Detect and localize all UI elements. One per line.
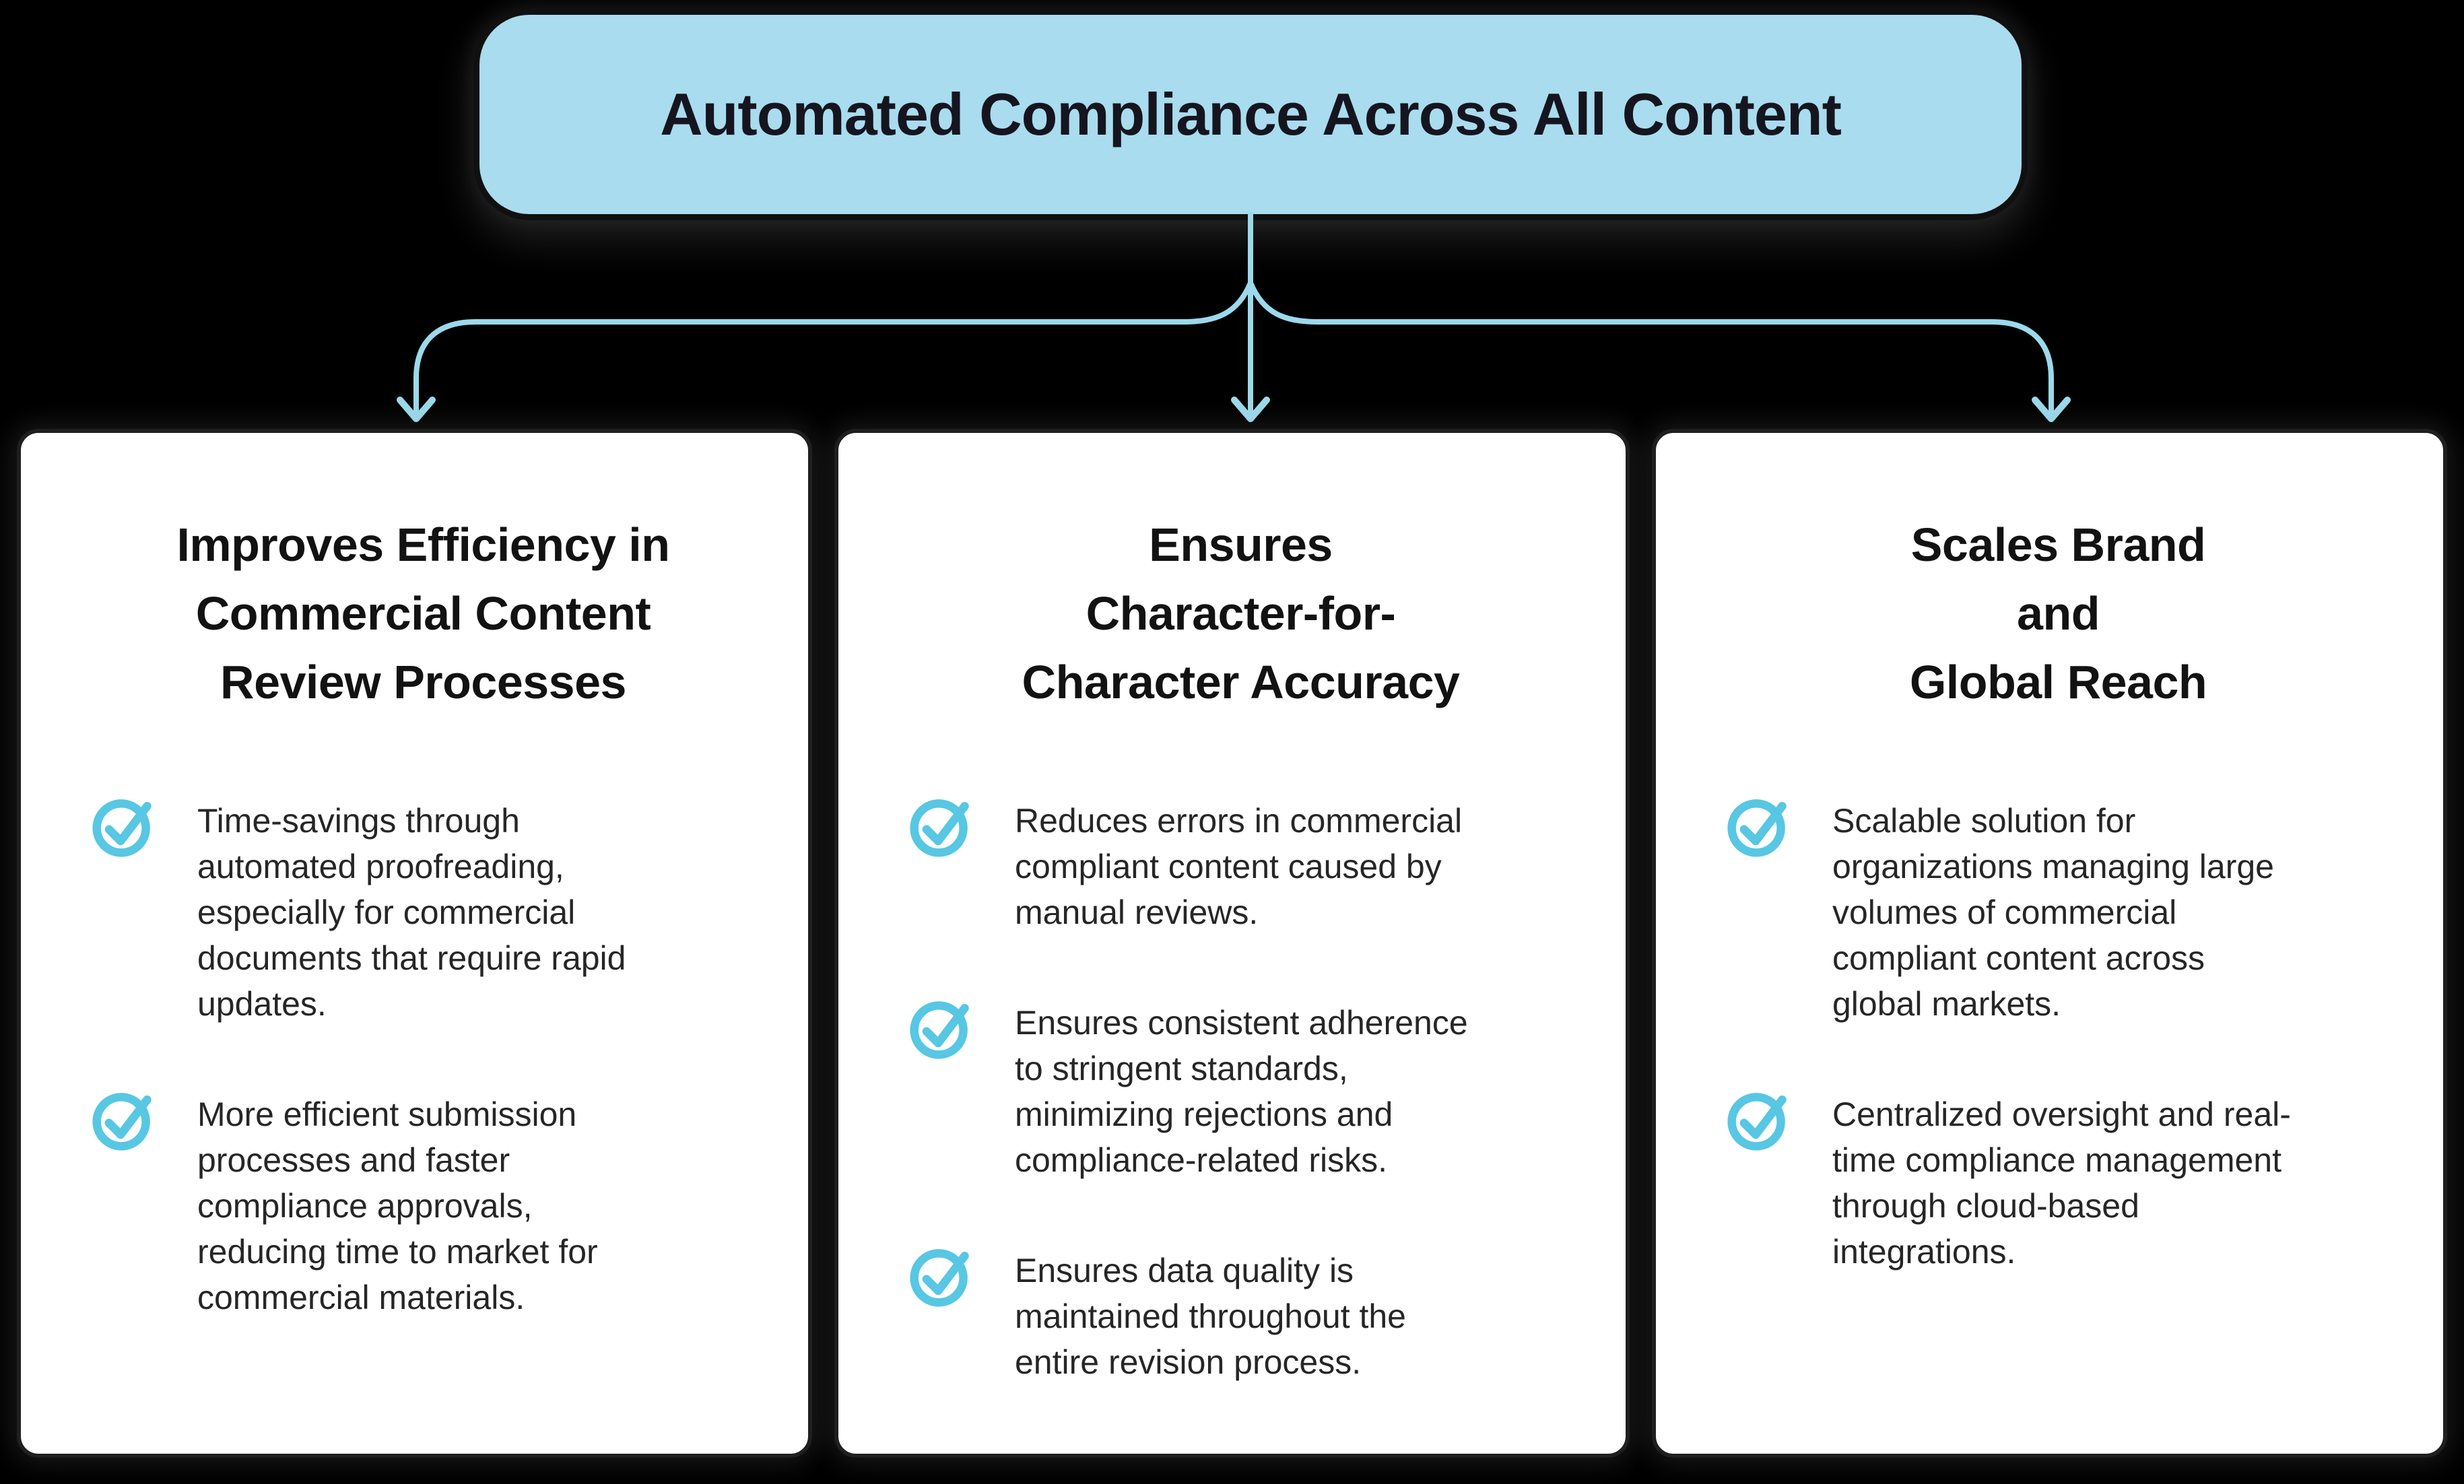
check-circle-icon: [91, 794, 156, 858]
check-circle-icon: [1726, 1087, 1791, 1152]
check-circle-icon: [908, 794, 973, 858]
benefit-card: Ensures Character-for- Character Accurac…: [834, 429, 1630, 1458]
bullet-text: Ensures consistent adherence to stringen…: [1015, 1003, 1468, 1179]
bullet-text: Reduces errors in commercial compliant c…: [1015, 801, 1463, 931]
check-circle-icon: [91, 1087, 156, 1152]
arrow-down-icon: [2032, 397, 2071, 422]
arrow-down-icon: [1231, 397, 1270, 422]
list-item: Reduces errors in commercial compliant c…: [908, 798, 1573, 935]
title-node: Automated Compliance Across All Content: [479, 15, 2022, 214]
bullet-text: Scalable solution for organizations mana…: [1832, 801, 2274, 1023]
cards-row: Improves Efficiency in Commercial Conten…: [17, 429, 2447, 1458]
card-heading: Improves Efficiency in Commercial Conten…: [176, 518, 670, 709]
bullet-text: Time-savings through automated proofread…: [197, 801, 626, 1023]
check-circle-icon: [908, 1244, 973, 1308]
bullet-list: Time-savings through automated proofread…: [91, 798, 756, 1320]
bullet-text: Ensures data quality is maintained throu…: [1015, 1251, 1406, 1381]
arrow-down-icon: [397, 397, 436, 422]
list-item: Time-savings through automated proofread…: [91, 798, 756, 1027]
list-item: Scalable solution for organizations mana…: [1726, 798, 2391, 1027]
check-circle-icon: [1726, 794, 1791, 858]
benefit-card: Scales Brand and Global Reach Scalable s…: [1652, 429, 2447, 1458]
connector-right: [1248, 280, 2054, 413]
check-circle-icon: [908, 996, 973, 1060]
card-heading: Scales Brand and Global Reach: [1909, 518, 2207, 709]
bullet-list: Scalable solution for organizations mana…: [1726, 798, 2391, 1275]
list-item: Centralized oversight and real-time comp…: [1726, 1091, 2391, 1275]
card-heading: Ensures Character-for- Character Accurac…: [1022, 518, 1460, 709]
list-item: Ensures data quality is maintained throu…: [908, 1248, 1573, 1385]
bullet-text: More efficient submission processes and …: [197, 1095, 598, 1316]
benefit-card: Improves Efficiency in Commercial Conten…: [17, 429, 812, 1458]
bullet-list: Reduces errors in commercial compliant c…: [908, 798, 1573, 1385]
list-item: More efficient submission processes and …: [91, 1091, 756, 1320]
bullet-text: Centralized oversight and real-time comp…: [1832, 1095, 2291, 1271]
title-label: Automated Compliance Across All Content: [660, 81, 1842, 147]
connector-left: [413, 280, 1253, 413]
list-item: Ensures consistent adherence to stringen…: [908, 1000, 1573, 1183]
